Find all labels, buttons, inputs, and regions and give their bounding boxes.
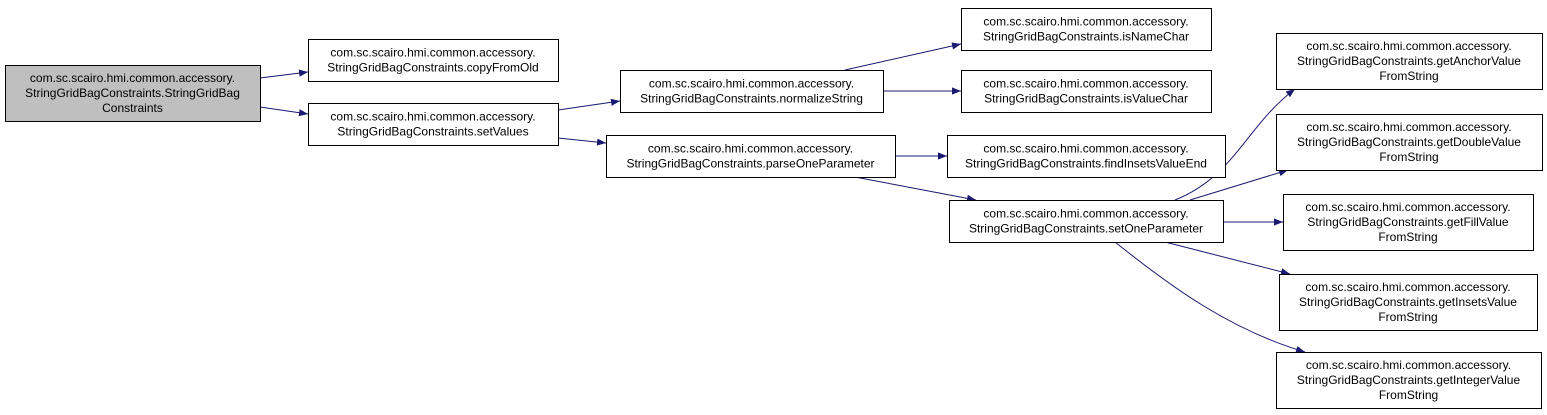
node-label-line: StringGridBagConstraints.isValueChar (984, 92, 1188, 106)
node-label-line: FromString (1379, 69, 1438, 83)
node-label-line: StringGridBagConstraints.setOneParameter (969, 222, 1203, 236)
node-box (5, 65, 261, 122)
node-box (308, 39, 559, 82)
node-label-line: StringGridBagConstraints.getAnchorValue (1297, 54, 1521, 68)
node-label-line: FromString (1379, 150, 1438, 164)
node-get-integer-value-from-string[interactable]: com.sc.scairo.hmi.common.accessory.Strin… (1276, 352, 1542, 409)
edge-set-values-to-normalize-string (557, 98, 621, 111)
node-box (1283, 194, 1534, 251)
edge-set-one-parameter-to-get-anchor-value-from-string (1174, 88, 1296, 201)
edge-parse-one-parameter-to-set-one-parameter (854, 176, 977, 202)
node-get-insets-value-from-string[interactable]: com.sc.scairo.hmi.common.accessory.Strin… (1279, 274, 1538, 331)
node-set-values[interactable]: com.sc.scairo.hmi.common.accessory.Strin… (308, 103, 559, 146)
node-label-line: com.sc.scairo.hmi.common.accessory. (30, 71, 235, 85)
node-box (1276, 114, 1543, 171)
node-root[interactable]: com.sc.scairo.hmi.common.accessory.Strin… (5, 65, 261, 122)
node-label-line: StringGridBagConstraints.getInsetsValue (1299, 295, 1517, 309)
node-label-line: StringGridBagConstraints.getIntegerValue (1297, 373, 1521, 387)
edges-layer (259, 42, 1306, 353)
edge-set-one-parameter-to-get-integer-value-from-string (1114, 241, 1306, 353)
node-label-line: com.sc.scairo.hmi.common.accessory. (1306, 39, 1511, 53)
node-normalize-string[interactable]: com.sc.scairo.hmi.common.accessory.Strin… (620, 70, 884, 113)
node-box (606, 135, 896, 178)
node-label-line: com.sc.scairo.hmi.common.accessory. (1305, 200, 1510, 214)
node-box (1279, 274, 1538, 331)
node-label-line: com.sc.scairo.hmi.common.accessory. (983, 142, 1188, 156)
edge-root-to-set-values (259, 106, 309, 117)
node-label-line: FromString (1379, 388, 1438, 402)
node-box (961, 70, 1212, 113)
node-label-line: com.sc.scairo.hmi.common.accessory. (648, 142, 853, 156)
node-label-line: com.sc.scairo.hmi.common.accessory. (649, 77, 854, 91)
node-box (620, 70, 884, 113)
node-is-value-char[interactable]: com.sc.scairo.hmi.common.accessory.Strin… (961, 70, 1212, 113)
node-label-line: StringGridBagConstraints.copyFromOld (327, 61, 538, 75)
edge-normalize-string-to-is-name-char (844, 42, 962, 71)
node-label-line: StringGridBagConstraints.getFillValue (1307, 215, 1509, 229)
node-get-anchor-value-from-string[interactable]: com.sc.scairo.hmi.common.accessory.Strin… (1276, 33, 1543, 90)
node-box (961, 8, 1212, 51)
node-parse-one-parameter[interactable]: com.sc.scairo.hmi.common.accessory.Strin… (606, 135, 896, 178)
node-box (949, 200, 1224, 243)
node-find-insets-value-end[interactable]: com.sc.scairo.hmi.common.accessory.Strin… (947, 135, 1226, 178)
node-label-line: StringGridBagConstraints.setValues (337, 125, 528, 139)
node-copy-from-old[interactable]: com.sc.scairo.hmi.common.accessory.Strin… (308, 39, 559, 82)
edge-set-one-parameter-to-get-insets-value-from-string (1164, 241, 1291, 276)
node-box (1276, 352, 1542, 409)
node-label-line: com.sc.scairo.hmi.common.accessory. (330, 46, 535, 60)
node-label-line: StringGridBagConstraints.findInsetsValue… (965, 157, 1207, 171)
node-label-line: FromString (1378, 310, 1437, 324)
node-get-double-value-from-string[interactable]: com.sc.scairo.hmi.common.accessory.Strin… (1276, 114, 1543, 171)
node-label-line: FromString (1378, 230, 1437, 244)
node-box (308, 103, 559, 146)
node-label-line: com.sc.scairo.hmi.common.accessory. (983, 77, 1188, 91)
edge-set-one-parameter-to-get-double-value-from-string (1189, 169, 1289, 201)
node-box (947, 135, 1226, 178)
nodes-layer: com.sc.scairo.hmi.common.accessory.Strin… (5, 8, 1543, 409)
node-label-line: com.sc.scairo.hmi.common.accessory. (1306, 120, 1511, 134)
node-label-line: StringGridBagConstraints.StringGridBag (25, 86, 240, 100)
node-label-line: com.sc.scairo.hmi.common.accessory. (1306, 358, 1511, 372)
edge-root-to-copy-from-old (259, 69, 309, 79)
node-label-line: StringGridBagConstraints.getDoubleValue (1297, 135, 1521, 149)
node-label-line: com.sc.scairo.hmi.common.accessory. (983, 15, 1188, 29)
node-label-line: com.sc.scairo.hmi.common.accessory. (1305, 280, 1510, 294)
node-label-line: StringGridBagConstraints.parseOneParamet… (626, 157, 874, 171)
node-label-line: Constraints (102, 101, 163, 115)
node-label-line: StringGridBagConstraints.isNameChar (983, 30, 1189, 44)
node-label-line: StringGridBagConstraints.normalizeString (640, 92, 863, 106)
node-set-one-parameter[interactable]: com.sc.scairo.hmi.common.accessory.Strin… (949, 200, 1224, 243)
node-label-line: com.sc.scairo.hmi.common.accessory. (330, 110, 535, 124)
node-box (1276, 33, 1543, 90)
edge-set-values-to-parse-one-parameter (557, 137, 607, 146)
node-is-name-char[interactable]: com.sc.scairo.hmi.common.accessory.Strin… (961, 8, 1212, 51)
node-get-fill-value-from-string[interactable]: com.sc.scairo.hmi.common.accessory.Strin… (1283, 194, 1534, 251)
node-label-line: com.sc.scairo.hmi.common.accessory. (983, 207, 1188, 221)
